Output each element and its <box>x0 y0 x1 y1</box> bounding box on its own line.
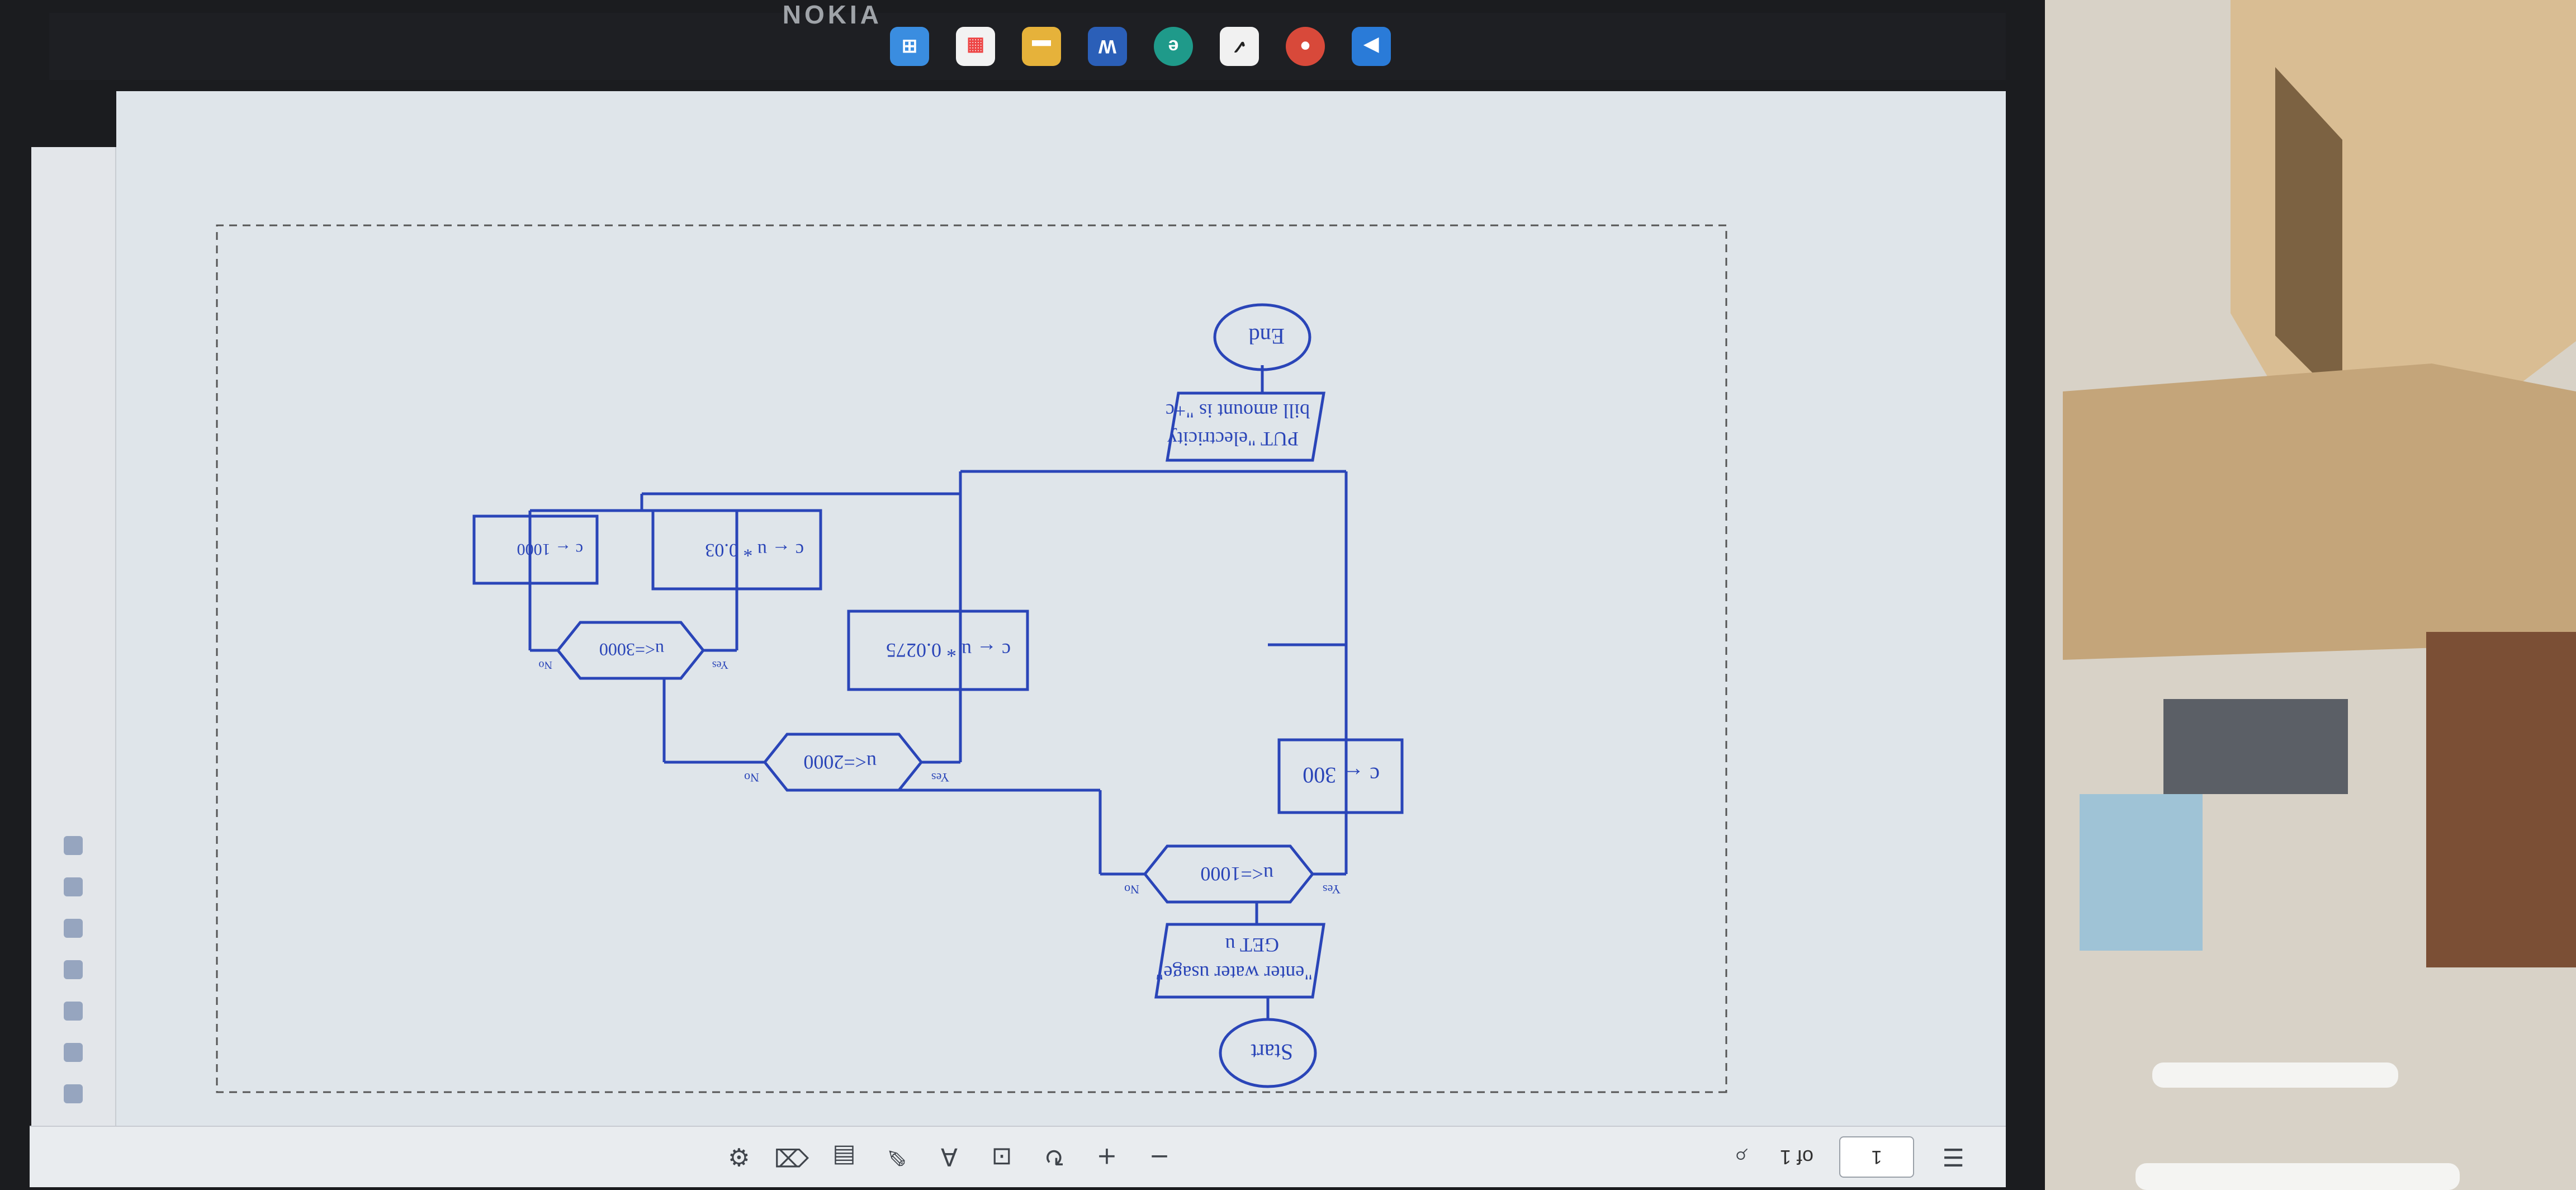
assign-4-label: c ← 1000 <box>517 540 583 559</box>
start-icon[interactable]: ⊞ <box>890 27 929 66</box>
rotate-icon[interactable]: ↻ <box>1044 1142 1065 1172</box>
decision-2-label: u<=2000 <box>803 751 877 773</box>
sidebar-search-icon[interactable] <box>64 1084 83 1103</box>
input-label-1: "enter water usage" <box>1156 962 1313 984</box>
assign-box-2 <box>847 610 1029 691</box>
menu-icon[interactable]: ☰ <box>1942 1142 1964 1172</box>
text-icon[interactable]: A <box>940 1142 958 1172</box>
nokia-logo: NOKIA <box>782 0 882 29</box>
sidebar-games-icon[interactable] <box>64 960 83 979</box>
store-icon[interactable]: ▦ <box>956 27 995 66</box>
settings-icon[interactable]: ⚙ <box>728 1142 750 1172</box>
file-explorer-icon[interactable]: ▬ <box>1022 27 1061 66</box>
chrome-icon[interactable]: ● <box>1286 27 1325 66</box>
output-label-2: bill amount is "+c <box>1166 400 1310 422</box>
flowchart: Start "enter water usage" GET u u<=1000 … <box>216 224 1727 1093</box>
decision-3-label: u<=3000 <box>599 640 664 660</box>
app-icon[interactable]: ✓ <box>1220 27 1259 66</box>
sidebar-outlook-icon[interactable] <box>64 877 83 896</box>
browser-sidebar <box>31 147 116 1126</box>
decision-3-no: No <box>539 659 552 671</box>
sidebar-tools-icon[interactable] <box>64 1002 83 1021</box>
decision-1-label: u<=1000 <box>1200 863 1273 885</box>
decision-1-yes: Yes <box>1323 882 1341 896</box>
erase-icon[interactable]: ⌫ <box>774 1142 809 1172</box>
assign-2-label: c ← u * 0.0275 <box>886 639 1011 662</box>
zoom-in-icon[interactable]: + <box>1096 1142 1117 1172</box>
taskbar: ▶ ● ✓ e W ▬ ▦ ⊞ <box>49 13 2006 80</box>
end-label: End <box>1249 324 1285 349</box>
assign-box-1 <box>1277 738 1404 814</box>
input-label-2: GET u <box>1225 934 1279 956</box>
start-label: Start <box>1251 1040 1293 1065</box>
decision-1-no: No <box>1124 882 1139 896</box>
sidebar-add-icon[interactable] <box>64 836 83 855</box>
decision-2-yes: Yes <box>931 771 949 785</box>
sidebar-office-icon[interactable] <box>64 919 83 938</box>
media-icon[interactable]: ▶ <box>1352 27 1391 66</box>
assign-1-label: c ← 300 <box>1303 763 1380 788</box>
assign-3-label: c ← u * 0.03 <box>705 540 804 560</box>
output-box <box>1166 391 1325 462</box>
fit-page-icon[interactable]: ⊡ <box>991 1142 1012 1172</box>
decision-3-yes: Yes <box>712 659 728 671</box>
zoom-out-icon[interactable]: − <box>1149 1142 1170 1172</box>
search-icon[interactable]: ⌕ <box>1734 1142 1748 1172</box>
draw-icon[interactable]: ✎ <box>886 1142 907 1172</box>
edge-icon[interactable]: e <box>1154 27 1193 66</box>
sidebar-copilot-icon[interactable] <box>64 1043 83 1062</box>
page-number-field[interactable]: 1 <box>1839 1136 1914 1178</box>
output-label-1: PUT "electricity <box>1167 428 1299 450</box>
end-terminal <box>1213 303 1311 371</box>
highlight-icon[interactable]: ▤ <box>832 1142 856 1172</box>
pdf-toolbar: ☰ 1 of 1 ⌕ − + ↻ ⊡ A ✎ ▤ ⌫ ⚙ <box>30 1126 2006 1187</box>
word-icon[interactable]: W <box>1088 27 1127 66</box>
assign-box-4 <box>472 514 599 585</box>
page-count-label: of 1 <box>1779 1146 1813 1169</box>
decision-2-no: No <box>744 771 759 785</box>
input-box <box>1154 923 1325 999</box>
pdf-page: Start "enter water usage" GET u u<=1000 … <box>116 91 2006 1126</box>
